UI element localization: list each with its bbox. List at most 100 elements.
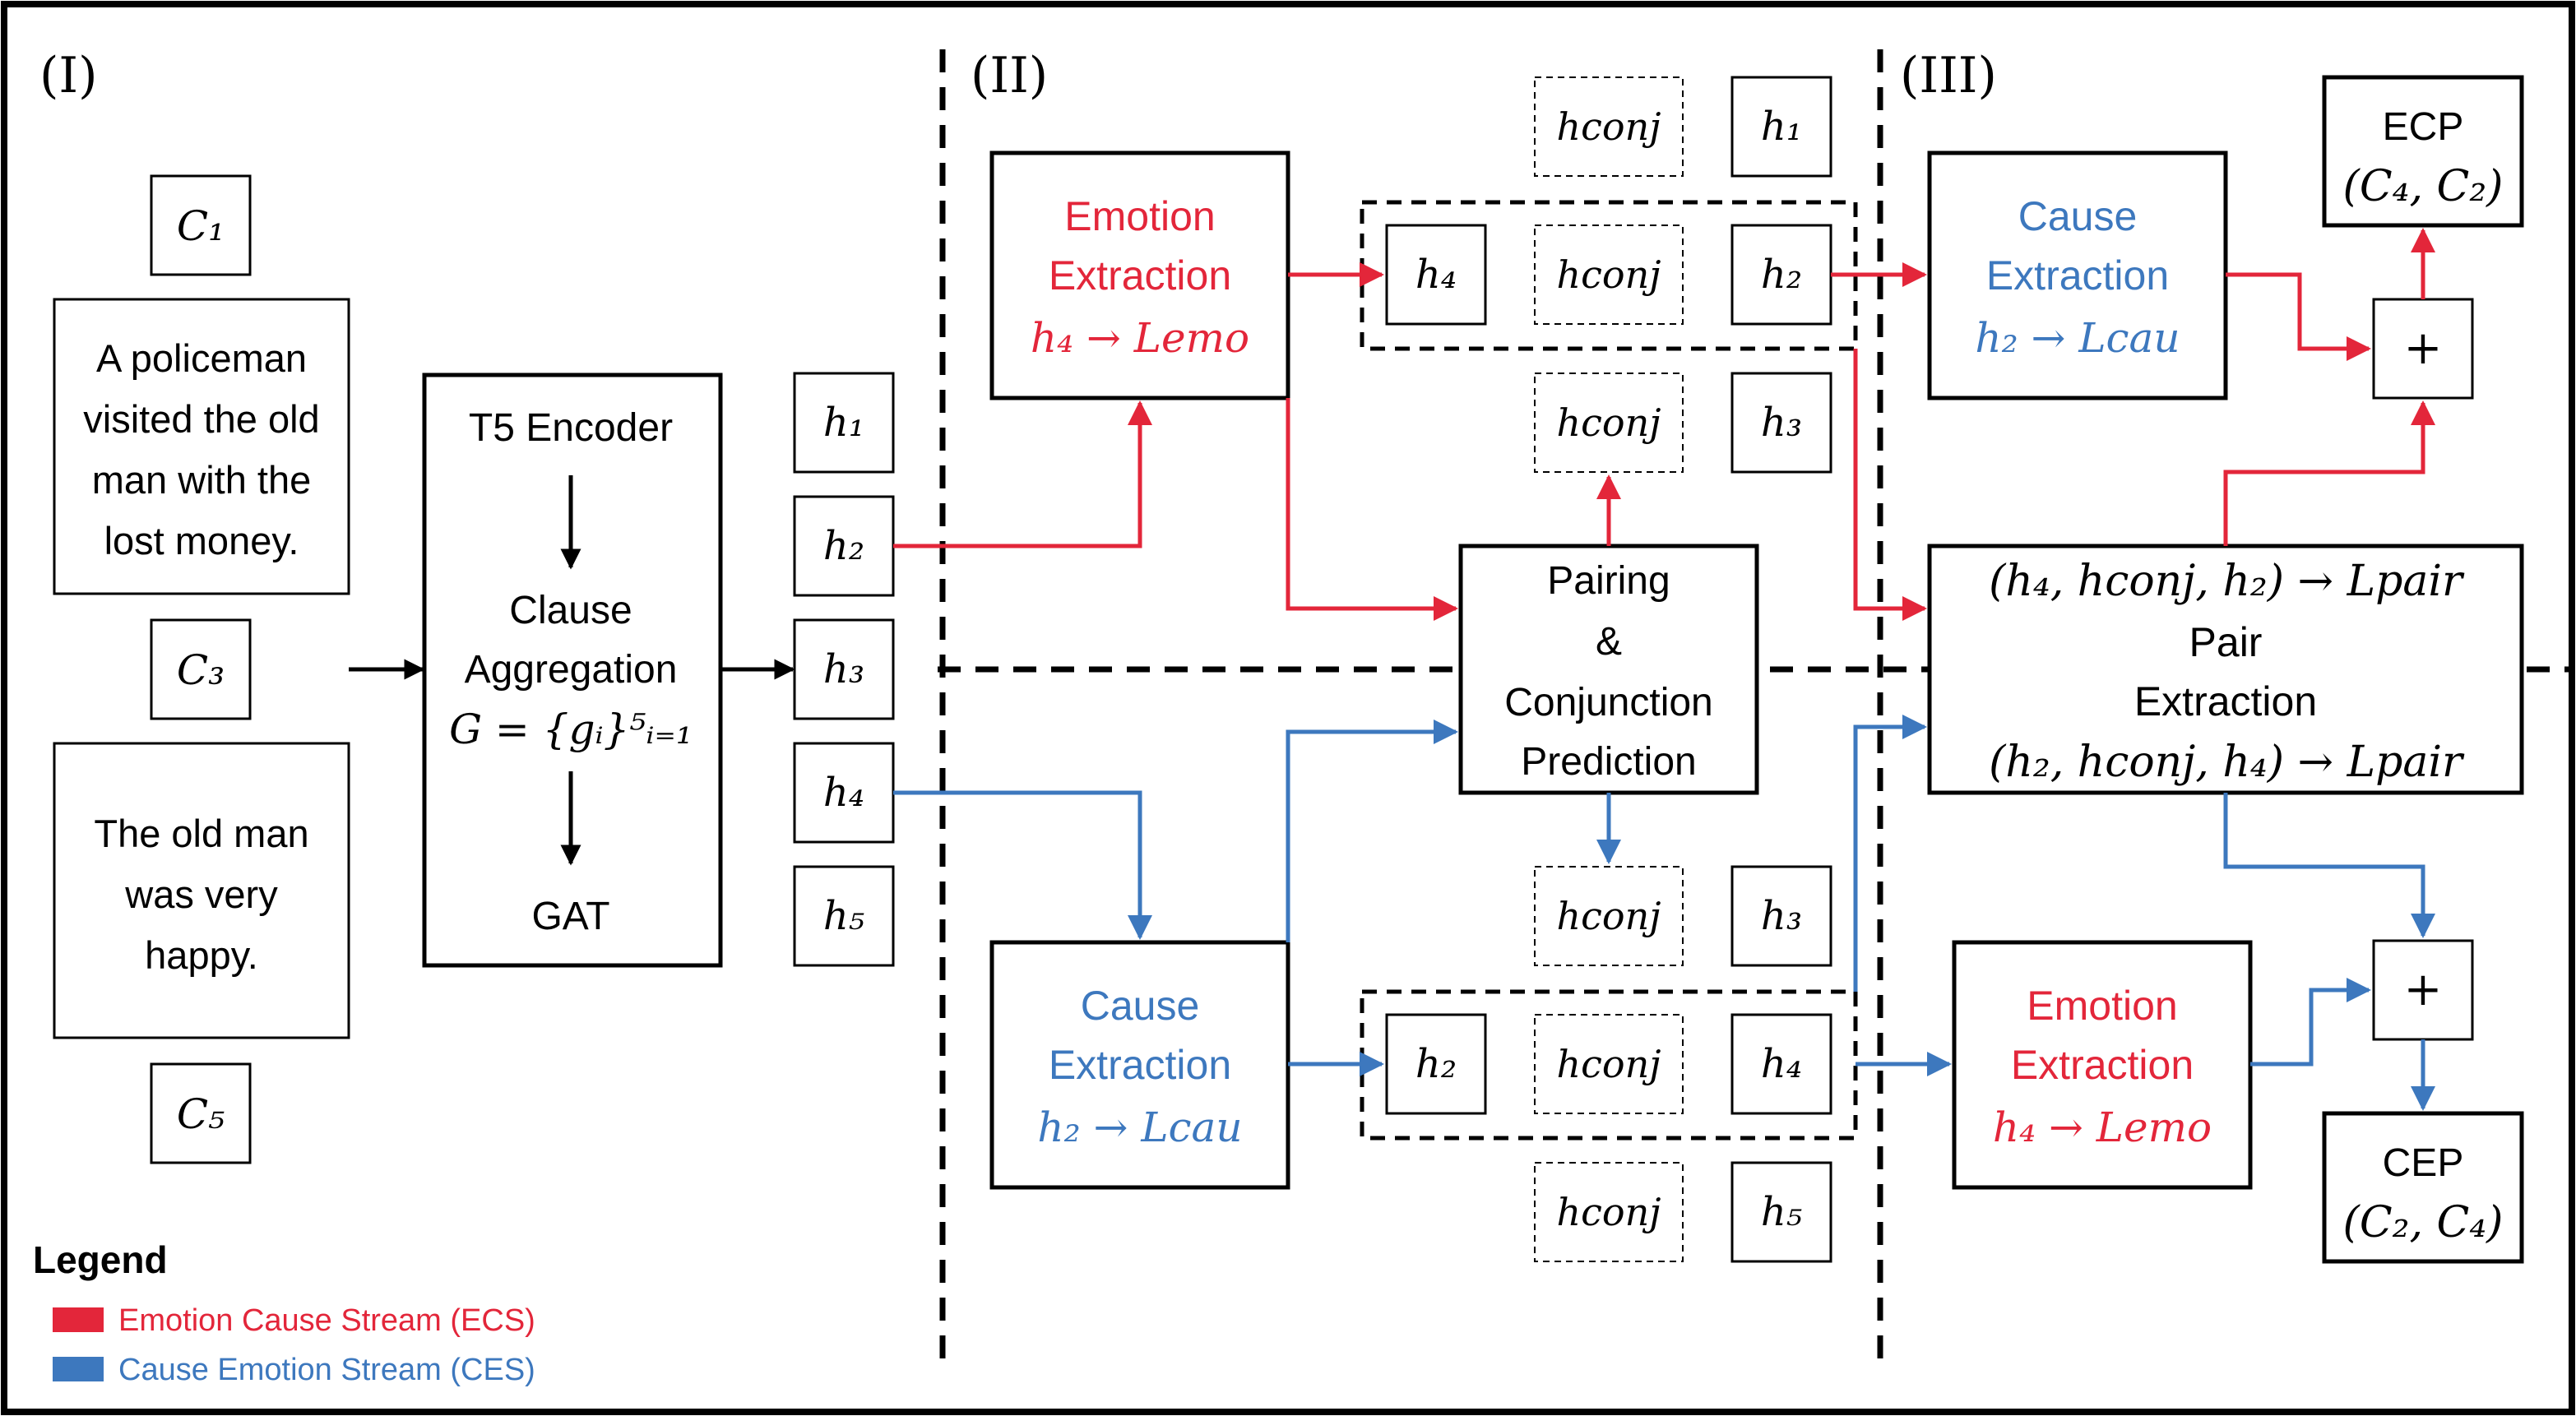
cep-pair: (C₂, C₄) (2343, 1198, 2504, 1247)
clause-text-a-line-4: lost money. (104, 519, 299, 562)
ecs-candidate-group (1360, 200, 1858, 351)
pairing-line-1: Pairing (1547, 559, 1670, 603)
stage3-cause-extraction-box: Cause Extraction h₂ → Lcau (1927, 150, 2228, 400)
clause-c1-label: C₁ (177, 202, 225, 250)
hidden-state-h2-label: h₂ (823, 523, 864, 569)
pair-extraction-formula-bottom: (h₂, hconj, h₄) → Lpair (1989, 738, 2465, 787)
ecs-emotion-line-1: Emotion (1064, 193, 1215, 239)
cand-ecs-h4-label: h₄ (1415, 252, 1457, 298)
clause-c3-box: C₃ (150, 618, 252, 720)
pairing-conjunction-box: Pairing & Conjunction Prediction (1458, 544, 1759, 795)
cand-ces-h4: h₄ (1730, 1013, 1832, 1115)
plus-node-top: + (2372, 298, 2474, 400)
cep-label: CEP (2383, 1141, 2464, 1185)
pairing-line-4: Prediction (1521, 740, 1696, 784)
section-label-3: (III) (1900, 47, 1997, 104)
stage3-cause-formula: h₂ → Lcau (1975, 314, 2180, 362)
clause-text-a-line-1: A policeman (96, 336, 307, 380)
encoder-block: T5 Encoder Clause Aggregation G = {gᵢ}⁵ᵢ… (422, 373, 723, 968)
clause-text-a-line-2: visited the old (83, 397, 319, 441)
ces-arrow-h4-to-cause (893, 790, 1152, 940)
section-label-1: (I) (39, 47, 98, 104)
aggregation-label-line-1: Clause (509, 589, 632, 632)
hconj-ecs: hconj (1534, 224, 1684, 325)
clause-text-a-box: A policeman visited the old man with the… (53, 298, 350, 595)
ces-arrow-cause-to-pairing (1286, 720, 1458, 942)
legend-ecs-label: Emotion Cause Stream (ECS) (118, 1303, 535, 1338)
ces-cause-extraction-box: Cause Extraction h₂ → Lcau (989, 940, 1290, 1190)
legend: Legend Emotion Cause Stream (ECS) Cause … (33, 1238, 535, 1387)
t5-encoder-label: T5 Encoder (469, 406, 673, 450)
cand-bottom-h3: h₃ (1730, 865, 1832, 967)
hconj-top-1: hconj (1534, 76, 1684, 177)
pairing-line-3: Conjunction (1504, 681, 1713, 724)
ces-cause-line-2: Extraction (1049, 1042, 1231, 1088)
stage3-emotion-formula: h₄ → Lemo (1993, 1104, 2212, 1151)
stage3-cause-line-1: Cause (2018, 193, 2138, 239)
plus-node-top-label: + (2404, 322, 2443, 375)
ces-arrow-candidates-to-pair (1853, 715, 1927, 992)
stage3-emotion-line-1: Emotion (2027, 983, 2177, 1029)
pair-extraction-line-1: Pair (2189, 619, 2263, 665)
ecs-arrow-pair-to-plus (2223, 400, 2435, 546)
hconj-bottom-3-label: hconj (1557, 894, 1661, 938)
hidden-state-h1: h₁ (793, 372, 895, 474)
cand-ces-h4-label: h₄ (1761, 1041, 1802, 1087)
legend-ces-label: Cause Emotion Stream (CES) (118, 1353, 535, 1387)
plus-node-bottom: + (2372, 939, 2474, 1041)
cep-output-box: CEP (C₂, C₄) (2322, 1111, 2524, 1264)
hconj-bottom-5: hconj (1534, 1162, 1684, 1262)
hidden-state-h3: h₃ (793, 618, 895, 720)
hconj-ces: hconj (1534, 1014, 1684, 1114)
ces-arrow-emotion-to-plus (2250, 978, 2371, 1067)
cand-bottom-h5-label: h₅ (1761, 1189, 1802, 1235)
ecp-output-box: ECP (C₄, C₂) (2322, 75, 2524, 228)
cand-bottom-h5: h₅ (1730, 1161, 1832, 1263)
cand-ecs-h2-label: h₂ (1761, 252, 1802, 298)
stage3-cause-line-2: Extraction (1986, 252, 2169, 298)
hconj-ecs-label: hconj (1557, 252, 1661, 297)
clause-c1-box: C₁ (150, 174, 252, 276)
hidden-state-h1-label: h₁ (823, 400, 864, 446)
cand-ces-h2-label: h₂ (1415, 1041, 1457, 1087)
legend-ecs-swatch (53, 1307, 104, 1332)
ces-candidate-group (1360, 989, 1858, 1141)
cand-top-h3: h₃ (1730, 372, 1832, 474)
clause-c5-label: C₅ (177, 1090, 225, 1138)
hconj-ces-label: hconj (1557, 1042, 1661, 1086)
hidden-state-h2: h₂ (793, 495, 895, 597)
cand-top-h1: h₁ (1730, 76, 1832, 178)
stage3-emotion-line-2: Extraction (2011, 1042, 2194, 1088)
stage3-emotion-extraction-box: Emotion Extraction h₄ → Lemo (1952, 940, 2253, 1190)
ces-cause-line-1: Cause (1081, 983, 1200, 1029)
clause-text-b-line-3: happy. (145, 933, 258, 977)
hidden-state-h4-label: h₄ (823, 770, 864, 816)
hconj-bottom-3: hconj (1534, 866, 1684, 966)
hconj-top-1-label: hconj (1557, 104, 1661, 149)
hidden-state-h4: h₄ (793, 742, 895, 844)
ecs-emotion-extraction-box: Emotion Extraction h₄ → Lemo (989, 150, 1290, 400)
pair-extraction-box: (h₄, hconj, h₂) → Lpair Pair Extraction … (1927, 544, 2524, 795)
clause-text-b-line-2: was very (124, 872, 278, 916)
pair-extraction-line-2: Extraction (2134, 678, 2317, 724)
cand-bottom-h3-label: h₃ (1761, 893, 1802, 939)
ecp-label: ECP (2383, 105, 2464, 149)
aggregation-formula: G = {gᵢ}⁵ᵢ₌₁ (449, 706, 693, 753)
cand-top-h3-label: h₃ (1761, 400, 1802, 446)
hidden-state-h3-label: h₃ (823, 646, 864, 692)
ecs-arrow-emotion-to-pairing (1286, 398, 1458, 621)
ces-cause-formula: h₂ → Lcau (1037, 1104, 1242, 1151)
pairing-line-2: & (1596, 620, 1622, 664)
legend-title: Legend (33, 1238, 168, 1281)
pair-extraction-formula-top: (h₄, hconj, h₂) → Lpair (1989, 557, 2465, 606)
clause-c3-label: C₃ (177, 646, 225, 694)
clause-c5-box: C₅ (150, 1062, 252, 1164)
hconj-top-3-label: hconj (1557, 400, 1661, 445)
clause-text-b-box: The old man was very happy. (53, 742, 350, 1039)
cand-ecs-h2: h₂ (1730, 224, 1832, 326)
cand-ces-h2: h₂ (1385, 1013, 1487, 1115)
legend-ces-swatch (53, 1357, 104, 1381)
hidden-state-h5-label: h₅ (823, 893, 864, 939)
